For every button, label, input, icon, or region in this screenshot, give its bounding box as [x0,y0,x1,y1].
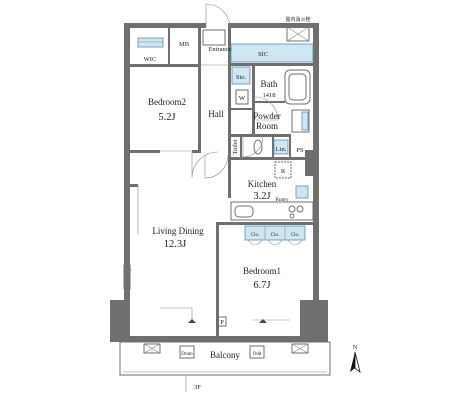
label-balcony: Balcony [210,350,240,360]
label-floor: 3F [194,384,201,391]
label-w: W [239,95,246,102]
label-powder-1: Powder [253,111,281,121]
label-clo-2: Clo. [271,233,279,238]
label-extinguisher: 屋内消火栓 [285,16,310,23]
label-kitchen-name: Kitchen [248,179,277,189]
label-bedroom1-size: 6.7J [253,280,270,291]
outer-walls [110,23,328,342]
label-powder-2: Room [256,121,278,131]
label-r: R [281,168,286,175]
label-sto: Sto. [236,74,247,81]
label-p: P [220,319,224,326]
label-bedroom1-name: Bedroom1 [243,266,281,276]
label-clo-1: Clo. [251,233,259,238]
label-mb: MB [179,41,190,48]
label-kitchen-size: 3.2J [253,191,270,202]
label-bedroom2-name: Bedroom2 [148,97,186,107]
doors [137,3,279,235]
label-wic: WIC [144,56,157,63]
label-lin: Lin. [276,146,287,153]
balcony [119,341,331,392]
label-living-name: Living Dining [152,226,204,236]
label-pantry: Pantry [275,198,289,203]
label-toilet: Toilet [232,139,239,154]
north-arrow-icon [350,351,361,374]
label-living-size: 12.3J [164,239,186,250]
label-sic: SIC [258,51,268,58]
label-bath-name: Bath [261,79,278,89]
labels: WIC MB Entrance SIC 屋内消火栓 Sto. W Bath 14… [144,16,358,391]
fixtures [123,26,314,327]
label-clo-3: Clo. [291,233,299,238]
label-odd: Odd [253,352,262,357]
label-bath-size: 1418 [263,92,276,99]
label-ps: PS [296,147,304,154]
label-north: N [353,344,358,351]
label-drain: Drain [181,352,193,357]
label-entrance: Entrance [208,46,231,53]
label-bedroom2-size: 5.2J [158,112,175,123]
label-hall: Hall [208,109,224,119]
